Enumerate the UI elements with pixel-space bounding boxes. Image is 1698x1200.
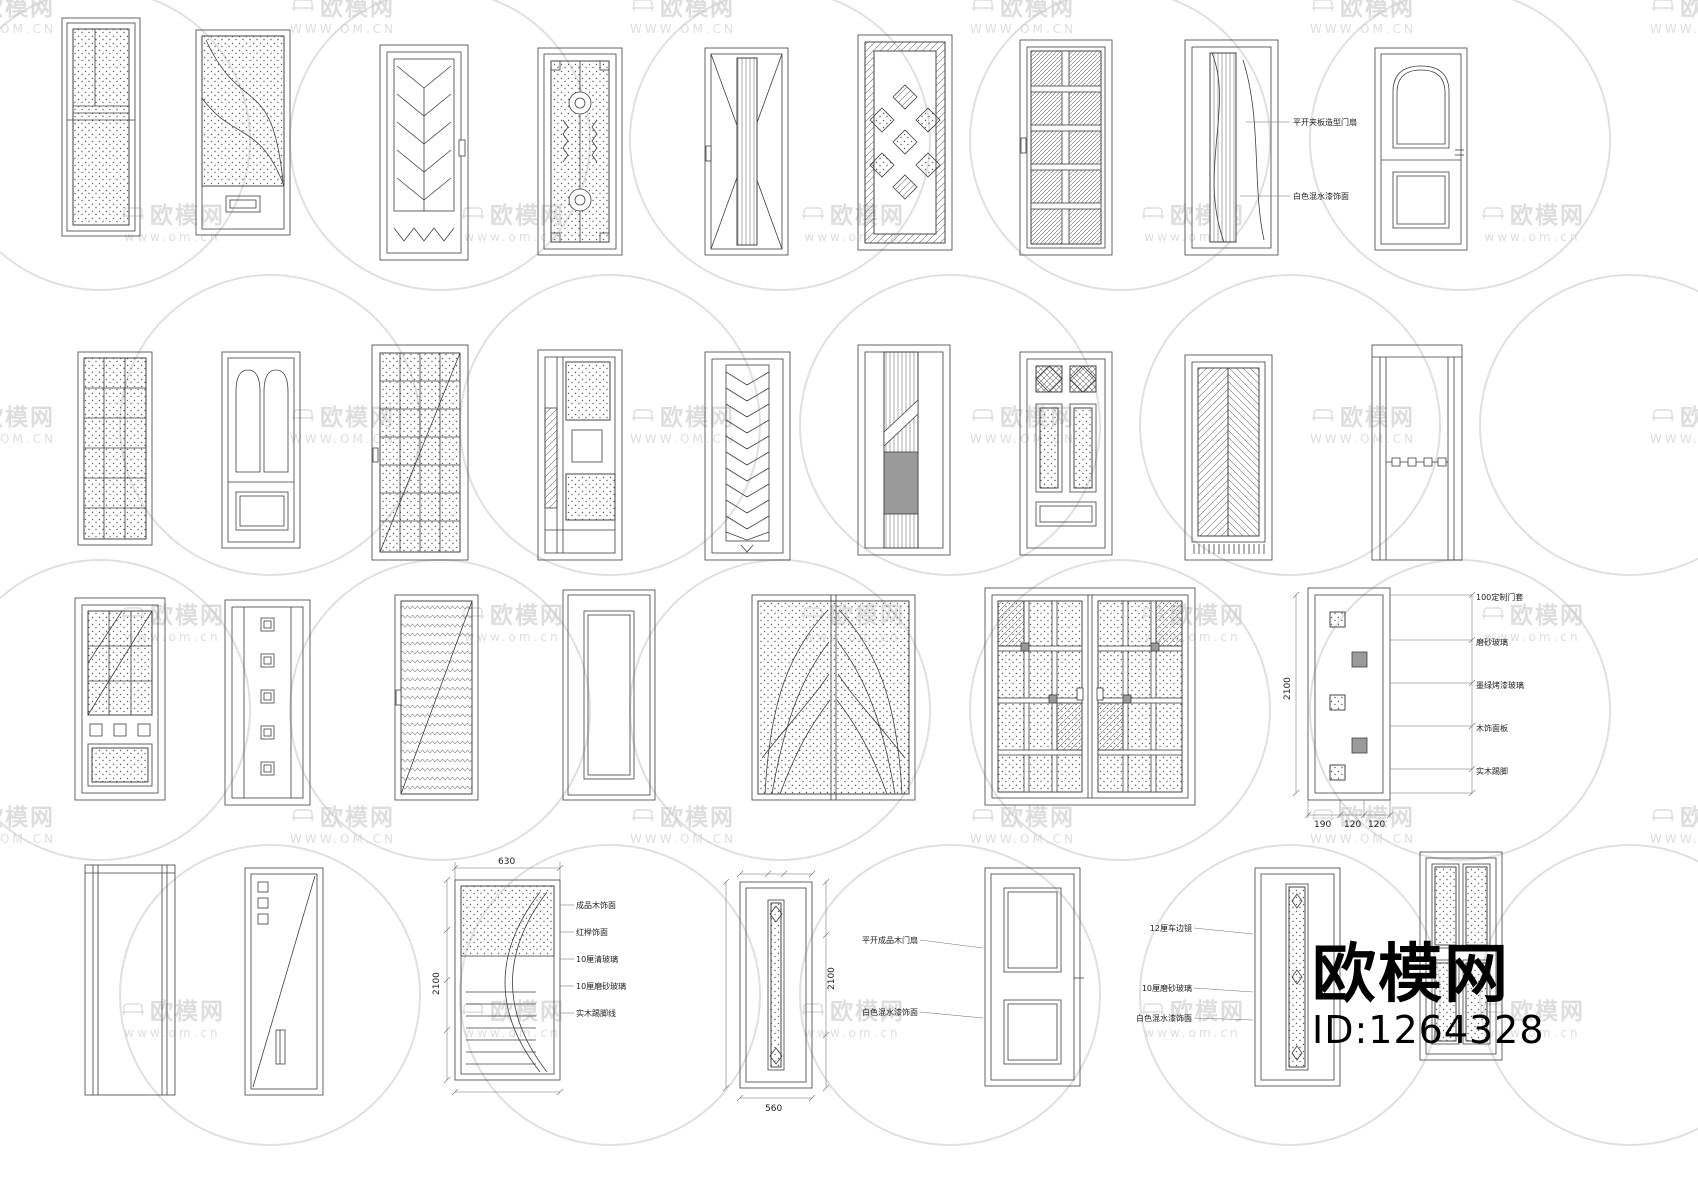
door-r1c6 xyxy=(857,34,953,251)
door-r2c6 xyxy=(857,344,951,556)
door-r2c7 xyxy=(1019,351,1113,556)
annotation-r4d3-5: 实木踢脚线 xyxy=(576,1008,616,1018)
door-r3c2 xyxy=(224,599,311,806)
annotation-r3d7-2: 磨砂玻璃 xyxy=(1476,637,1508,647)
annotation-r4d3-4: 10厘磨砂玻璃 xyxy=(576,981,626,991)
door-r2c9 xyxy=(1371,344,1463,561)
door-r3c3 xyxy=(394,594,479,801)
annotation-r3d7-5: 实木踢脚 xyxy=(1476,766,1508,776)
door-r1c3 xyxy=(379,44,469,261)
dim-r3d7-b3: 120 xyxy=(1368,820,1385,830)
door-r1c8: 平开夹板造型门扇 白色混水漆饰面 xyxy=(1184,39,1357,256)
door-r3c5-double xyxy=(751,594,916,801)
door-r4c5: 平开成品木门扇 白色混水漆饰面 xyxy=(862,867,1084,1087)
door-r1c5 xyxy=(704,47,789,256)
dim-r4d3-width: 630 xyxy=(498,857,515,867)
door-r1c2 xyxy=(195,29,291,236)
annotation-r3d7-3: 墨绿烤漆玻璃 xyxy=(1476,680,1524,690)
door-r2c1 xyxy=(77,351,153,546)
dim-r3d7-height: 2100 xyxy=(1283,677,1293,700)
door-r3c6-double-glazed xyxy=(984,587,1196,806)
door-r4c4-detail: 2100 560 xyxy=(722,870,837,1114)
annotation-r4d6-1: 12厘车边镜 xyxy=(1150,923,1192,933)
door-r1c9 xyxy=(1374,47,1468,251)
annotation-r1d8-1: 平开夹板造型门扇 xyxy=(1293,117,1357,127)
annotation-r1d8-2: 白色混水漆饰面 xyxy=(1293,191,1349,201)
door-r3c7-dimensioned: 100定制门套 磨砂玻璃 墨绿烤漆玻璃 木饰面板 实木踢脚 2100 190 1… xyxy=(1283,587,1524,830)
annotation-r4d3-2: 红榉饰面 xyxy=(576,927,608,937)
door-r4c1 xyxy=(84,864,176,1096)
door-r4c2 xyxy=(244,867,324,1096)
brand-stamp: 欧模网 ID:1264328 xyxy=(1312,938,1545,1053)
door-r1c7 xyxy=(1019,39,1113,256)
door-r2c2 xyxy=(221,351,301,549)
image-id: ID:1264328 xyxy=(1312,1008,1545,1053)
dim-r4d4-height: 2100 xyxy=(827,967,837,990)
annotation-r3d7-1: 100定制门套 xyxy=(1476,592,1523,602)
door-r4c6: 12厘车边镜 10厘磨砂玻璃 白色混水漆饰面 xyxy=(1136,867,1341,1087)
door-r2c5 xyxy=(704,351,791,561)
door-r3c1 xyxy=(74,597,166,801)
door-r2c4 xyxy=(537,349,623,561)
dim-r4d3-height: 2100 xyxy=(432,972,442,995)
dim-r3d7-b1: 190 xyxy=(1314,820,1331,830)
door-r2c8 xyxy=(1184,354,1273,561)
annotation-r4d5-1: 平开成品木门扇 xyxy=(862,935,918,945)
door-r1c1 xyxy=(61,17,141,237)
annotation-r4d6-3: 白色混水漆饰面 xyxy=(1136,1013,1192,1023)
door-r4c3-detail: 630 2100 成品木饰面 红榉饰面 10厘清玻璃 10厘磨砂玻璃 xyxy=(432,857,626,1096)
dim-r4d4-width: 560 xyxy=(765,1104,782,1114)
door-r1c4 xyxy=(537,47,623,256)
annotation-r3d7-4: 木饰面板 xyxy=(1476,723,1508,733)
annotation-r4d6-2: 10厘磨砂玻璃 xyxy=(1142,983,1192,993)
brand-logo-text: 欧模网 xyxy=(1312,938,1510,1012)
dim-r3d7-b2: 120 xyxy=(1344,820,1361,830)
door-r2c3 xyxy=(371,344,469,561)
annotation-r4d3-3: 10厘清玻璃 xyxy=(576,954,618,964)
annotation-r4d3-1: 成品木饰面 xyxy=(576,900,616,910)
door-r3c4 xyxy=(562,589,656,801)
annotation-r4d5-2: 白色混水漆饰面 xyxy=(862,1007,918,1017)
